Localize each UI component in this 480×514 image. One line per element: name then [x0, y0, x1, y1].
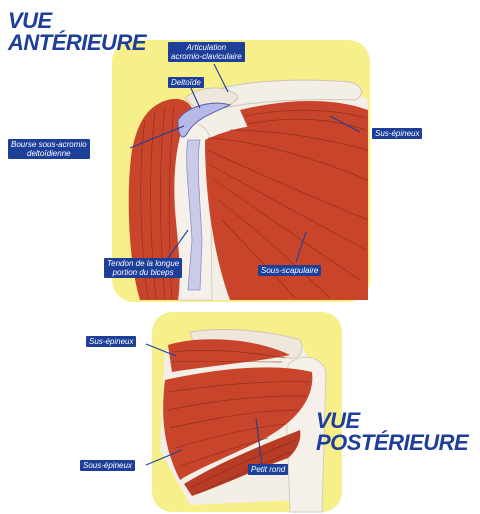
anterior-title-line1: VUE [8, 10, 146, 32]
label-articulation-line1: Articulation [171, 43, 242, 52]
label-deltoide: Deltoïde [168, 77, 204, 88]
label-sous-epineux: Sous-épineux [80, 460, 135, 471]
label-sus-epineux-posterior-line1: Sus-épineux [89, 337, 133, 346]
anterior-view-title: VUE ANTÉRIEURE [8, 10, 146, 54]
posterior-title-line1: VUE [316, 410, 468, 432]
posterior-view-figure [146, 312, 342, 512]
label-sous-scapulaire: Sous-scapulaire [258, 265, 321, 276]
anterior-title-line2: ANTÉRIEURE [8, 32, 146, 54]
posterior-view-title: VUE POSTÉRIEURE [316, 410, 468, 454]
label-tendon-longue-portion-biceps: Tendon de la longue portion du biceps [104, 258, 182, 278]
label-bourse-sous-acromio-deltoidienne: Bourse sous-acromio deltoïdienne [8, 139, 90, 159]
posterior-title-line2: POSTÉRIEURE [316, 432, 468, 454]
label-articulation-acromio-claviculaire: Articulation acromio-claviculaire [168, 42, 245, 62]
label-petit-rond: Petit rond [248, 464, 288, 475]
label-deltoide-line1: Deltoïde [171, 78, 201, 87]
label-sus-epineux-anterior-line1: Sus-épineux [375, 129, 419, 138]
label-tendon-line1: Tendon de la longue [107, 259, 179, 268]
label-tendon-line2: portion du biceps [107, 268, 179, 277]
label-sous-scapulaire-line1: Sous-scapulaire [261, 266, 318, 275]
label-petit-rond-line1: Petit rond [251, 465, 285, 474]
label-sus-epineux-anterior: Sus-épineux [372, 128, 422, 139]
label-sous-epineux-line1: Sous-épineux [83, 461, 132, 470]
label-bourse-line1: Bourse sous-acromio [11, 140, 87, 149]
label-bourse-line2: deltoïdienne [11, 149, 87, 158]
label-sus-epineux-posterior: Sus-épineux [86, 336, 136, 347]
label-articulation-line2: acromio-claviculaire [171, 52, 242, 61]
